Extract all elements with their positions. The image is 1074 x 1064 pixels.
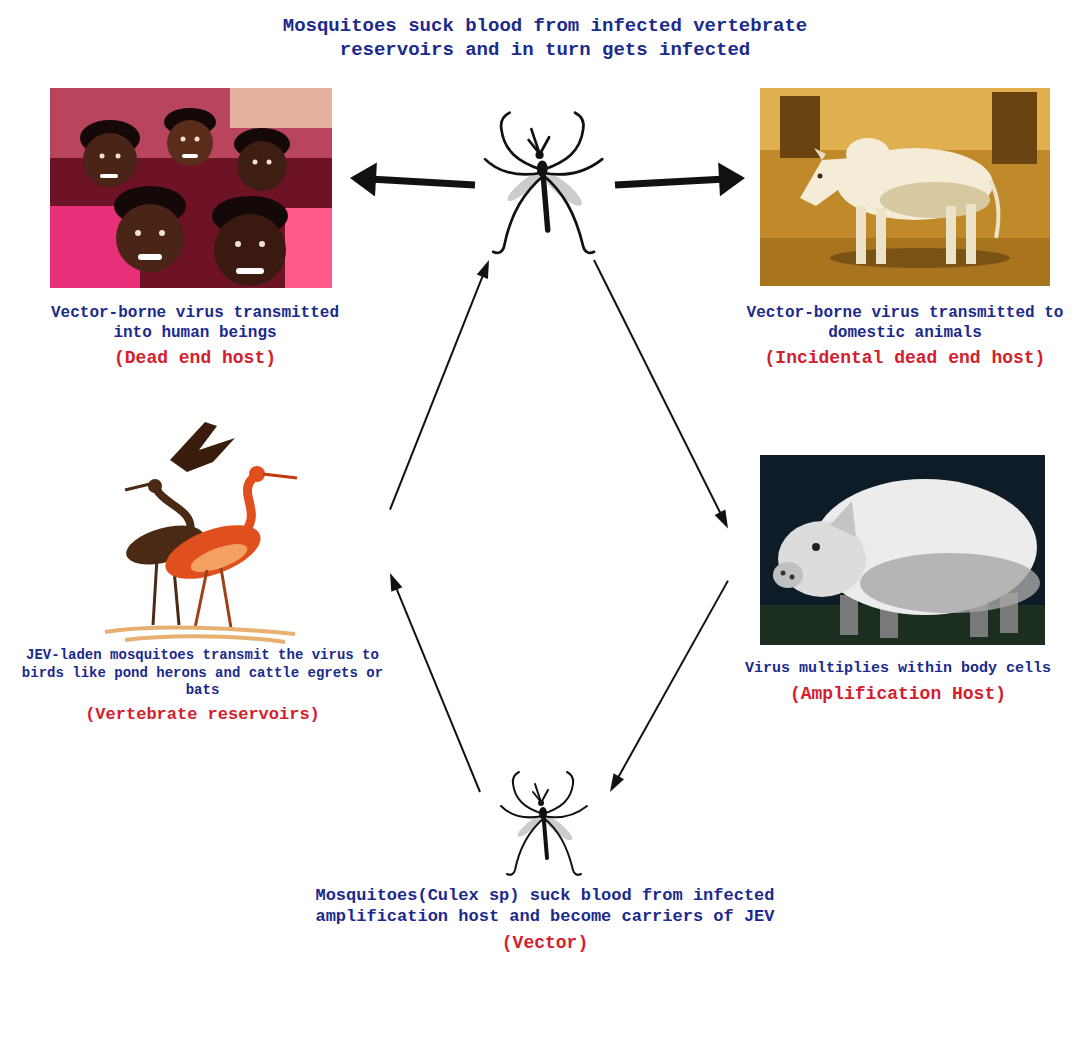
mosquito-illustration bbox=[480, 770, 610, 880]
mosquito-node: Mosquitoes(Culex sp) suck blood from inf… bbox=[480, 770, 610, 880]
caption-text: Vector-borne virus transmitted into huma… bbox=[40, 303, 350, 343]
role-label: (Vertebrate reservoirs) bbox=[15, 704, 390, 725]
pig-picture bbox=[760, 455, 1045, 645]
birds-picture bbox=[95, 420, 305, 645]
caption-text: Virus multiplies within body cells bbox=[728, 660, 1068, 679]
cattle-picture bbox=[760, 88, 1050, 286]
role-label: (Incidental dead end host) bbox=[745, 347, 1065, 370]
arrow-connector bbox=[615, 162, 745, 196]
caption-group: Mosquitoes suck blood from infected vert… bbox=[225, 15, 865, 63]
caption-group: Mosquitoes(Culex sp) suck blood from inf… bbox=[315, 885, 775, 954]
humans-picture bbox=[50, 88, 332, 288]
host-node: Virus multiplies within body cells (Ampli… bbox=[728, 450, 1068, 711]
host-node: Vector-borne virus transmitted into huma… bbox=[40, 85, 350, 376]
caption-text: Mosquitoes(Culex sp) suck blood from inf… bbox=[315, 885, 775, 928]
arrow-connector bbox=[594, 260, 728, 528]
arrow-connector bbox=[390, 260, 489, 510]
mosquito-node: Mosquitoes suck blood from infected vert… bbox=[475, 110, 615, 260]
caption-text: Vector-borne virus transmitted to domest… bbox=[745, 303, 1065, 343]
caption-text: JEV-laden mosquitoes transmit the virus … bbox=[15, 647, 390, 700]
role-label: (Amplification Host) bbox=[728, 683, 1068, 706]
host-node: Vector-borne virus transmitted to domest… bbox=[745, 85, 1065, 376]
mosquito-illustration bbox=[475, 110, 615, 260]
role-label: (Vector) bbox=[315, 932, 775, 955]
caption-text: Mosquitoes suck blood from infected vert… bbox=[225, 15, 865, 63]
role-label: (Dead end host) bbox=[40, 347, 350, 370]
arrow-connector bbox=[610, 581, 728, 792]
arrow-connector bbox=[390, 573, 480, 792]
arrow-connector bbox=[350, 162, 475, 196]
host-node: JEV-laden mosquitoes transmit the virus … bbox=[15, 415, 390, 731]
